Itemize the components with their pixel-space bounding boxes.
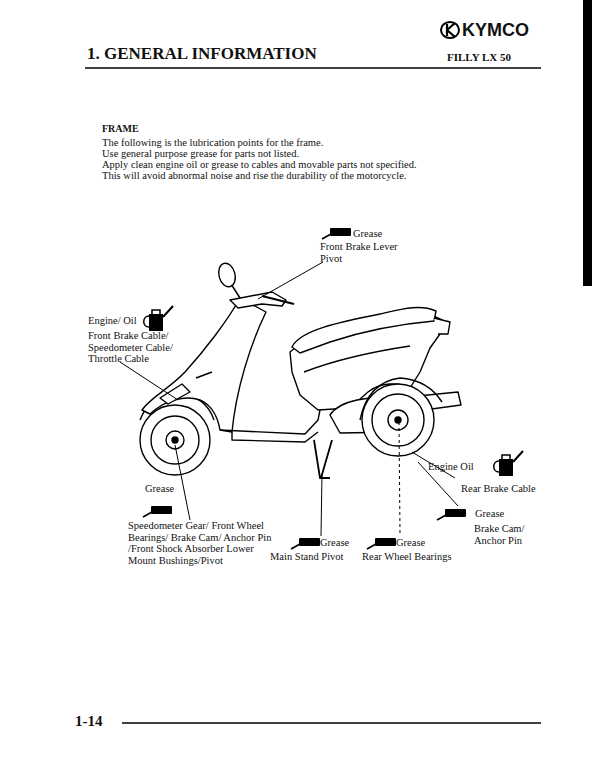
rear-fender: [360, 378, 442, 420]
body-text: This will avoid abnormal noise and rise …: [102, 170, 406, 182]
grease-gun-icon: [367, 538, 396, 549]
leader-line: [175, 445, 190, 520]
grease-gun-icon: [143, 506, 172, 517]
scooter: [140, 261, 461, 478]
body-text: Apply clean engine oil or grease to cabl…: [102, 159, 417, 171]
rear-axle: [395, 417, 401, 423]
edge-tab: [583, 0, 592, 286]
section-heading: FRAME: [102, 123, 139, 134]
grease-gun-icon: [437, 509, 466, 520]
brake-lever: [262, 296, 294, 304]
front-tire: [140, 405, 210, 475]
front-rim: [151, 416, 199, 464]
oil-can-icon: [144, 306, 173, 331]
lubricant-label: Grease: [353, 228, 382, 240]
part-label: Speedometer Gear/ Front Wheel Bearings/ …: [128, 520, 280, 566]
lubricant-label: Grease: [145, 483, 174, 495]
oil-can-icon: [494, 451, 523, 476]
brand-name: KYMCO: [462, 21, 529, 41]
leader-line: [120, 362, 178, 400]
logo-mark: [447, 23, 455, 37]
part-label: Rear Brake Cable: [461, 483, 536, 495]
lubricant-label: Grease: [320, 537, 349, 549]
side-panel-line: [304, 346, 410, 372]
leader-line: [321, 474, 322, 536]
grease-gun-icon: [291, 538, 320, 549]
rear-rim: [372, 394, 424, 446]
part-label: Front Brake Cable/ Speedometer Cable/ Th…: [88, 330, 184, 365]
lubricant-label: Engine Oil: [428, 461, 474, 473]
headlight: [160, 384, 190, 404]
footer-rule: [122, 722, 541, 723]
floor-skirt: [232, 432, 318, 442]
logo-ring: [441, 22, 459, 38]
part-label: Front Brake Lever Pivot: [320, 241, 415, 264]
rear-hub: [388, 410, 408, 430]
model-name: FILLY LX 50: [447, 51, 511, 63]
lubricant-label: Engine/ Oil: [88, 315, 137, 327]
leader-line: [258, 262, 323, 299]
page-title: 1. GENERAL INFORMATION: [87, 45, 317, 64]
rear-tire: [362, 384, 434, 456]
header-rule: [85, 67, 541, 69]
lubricant-label: Grease: [475, 508, 504, 520]
lubricant-label: Grease: [396, 537, 425, 549]
page-number: 1-14: [75, 713, 103, 730]
front-body: [142, 298, 266, 432]
mirror: [216, 261, 238, 288]
grease-gun-icon: [322, 228, 351, 239]
main-stand: [314, 440, 332, 478]
part-label: Brake Cam/ Anchor Pin: [474, 523, 536, 546]
floorboard: [220, 410, 320, 434]
seat: [292, 308, 436, 353]
body-text: Use general purpose grease for parts not…: [102, 148, 299, 160]
tail-light: [434, 318, 450, 334]
body-text: The following is the lubrication points …: [102, 137, 323, 149]
leader-line: [399, 422, 400, 533]
body-crease: [196, 372, 212, 378]
part-label: Rear Wheel Bearings: [362, 551, 452, 563]
front-axle: [172, 437, 178, 443]
leader-lines: [120, 262, 458, 536]
part-label: Main Stand Pivot: [270, 551, 344, 563]
